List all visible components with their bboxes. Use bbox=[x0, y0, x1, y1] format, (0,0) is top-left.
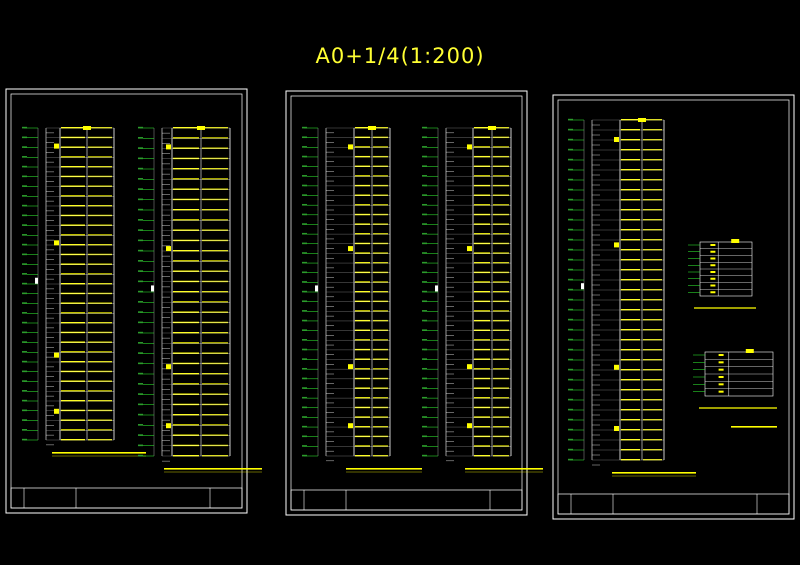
sheet-3 bbox=[552, 94, 795, 520]
detail-grid-lower bbox=[693, 349, 777, 409]
side-detail-diagrams bbox=[688, 239, 777, 428]
title-block bbox=[290, 489, 523, 511]
riser-diagram bbox=[302, 126, 422, 473]
sheet-1 bbox=[5, 88, 248, 514]
riser-detail-layer bbox=[22, 118, 777, 477]
sheet-diagrams bbox=[568, 118, 696, 477]
drawing-title: A0+1/4(1:200) bbox=[315, 44, 485, 68]
riser-diagram bbox=[422, 126, 543, 473]
sheet-2 bbox=[285, 90, 528, 516]
detail-grid-upper bbox=[688, 239, 756, 309]
title-block bbox=[557, 493, 790, 515]
sheet-diagrams bbox=[302, 126, 543, 473]
riser-diagram bbox=[138, 126, 262, 473]
sheet-diagrams bbox=[22, 126, 262, 473]
title-block bbox=[10, 487, 243, 509]
detail-caption-bar bbox=[731, 426, 777, 428]
riser-diagram bbox=[568, 118, 696, 477]
riser-diagram bbox=[22, 126, 146, 457]
